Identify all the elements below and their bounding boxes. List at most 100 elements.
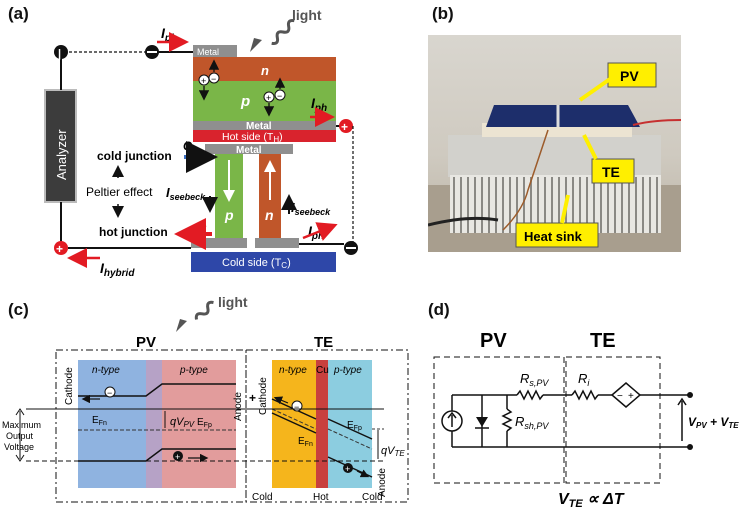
svg-text:+: + bbox=[628, 391, 634, 402]
te-band-upper bbox=[271, 412, 317, 434]
svg-text:+: + bbox=[341, 120, 348, 134]
pv-p-type-label: p-type bbox=[179, 365, 208, 376]
pv-cathode-label: Cathode bbox=[64, 367, 75, 405]
vte-relation: VTE ∝ ΔT bbox=[558, 491, 625, 510]
panel-d-circuit: PV TE Rsh,PV Rs,PV Ri − + VPV + VTE VTE … bbox=[433, 330, 739, 510]
pv-efp-label: EFp bbox=[197, 417, 212, 429]
pv-callout-box bbox=[607, 62, 657, 88]
terminal-right-plus bbox=[339, 119, 353, 133]
carrier-pair-1: + − bbox=[198, 59, 220, 101]
svg-text:−: − bbox=[277, 91, 282, 101]
hot-side-plate bbox=[193, 130, 336, 142]
te-box bbox=[245, 349, 409, 503]
pv-hole bbox=[173, 451, 183, 461]
te-cu-label: Cu bbox=[316, 365, 329, 376]
iseebeck-right-label: Iseebeck bbox=[291, 200, 331, 217]
ri-label: Ri bbox=[578, 371, 590, 388]
heat-sink-callout-box bbox=[515, 222, 599, 248]
svg-text:−: − bbox=[211, 74, 216, 84]
internal-resistor-icon bbox=[571, 389, 599, 401]
svg-text:+: + bbox=[175, 452, 180, 462]
output-terminal-bottom bbox=[687, 444, 693, 450]
middle-metal-label: Metal bbox=[246, 121, 272, 132]
te-efp-label: EFp bbox=[347, 420, 362, 432]
te-cathode-label: Cathode bbox=[258, 377, 269, 415]
pv-circuit-box bbox=[433, 356, 565, 484]
middle-metal bbox=[193, 121, 336, 130]
panel-c-band-diagram: light PV TE n-type p-type Cathode Anode … bbox=[2, 294, 409, 503]
terminal-top-left-minus bbox=[54, 45, 68, 59]
light-icon-c bbox=[176, 300, 214, 332]
te-circuit-title: TE bbox=[590, 330, 616, 352]
te-header: TE bbox=[314, 334, 333, 351]
bottom-metal-right bbox=[255, 238, 299, 248]
pv-efn-label: EFn bbox=[92, 415, 107, 427]
panel-label-d: (d) bbox=[428, 300, 450, 319]
panel-a-diagram: light Metal n p + − + − Metal Hot side (… bbox=[44, 7, 358, 279]
pv-qv-label: qVPV bbox=[170, 416, 195, 429]
hot-side-label: Hot side (TH) bbox=[222, 131, 283, 144]
pv-callout-label: PV bbox=[620, 68, 639, 84]
pv-electron bbox=[104, 386, 116, 398]
svg-text:+: + bbox=[56, 242, 63, 256]
light-icon bbox=[250, 18, 295, 52]
q-top-label: Q bbox=[183, 139, 193, 153]
pv-plus-sign: + bbox=[249, 391, 256, 405]
pv-valence-band bbox=[78, 448, 236, 462]
te-cu-region bbox=[316, 360, 328, 488]
analyzer-label: Analyzer bbox=[54, 129, 69, 180]
svg-text:−: − bbox=[617, 391, 623, 402]
svg-text:+: + bbox=[201, 76, 206, 86]
te-qv-label: qVTE bbox=[381, 445, 405, 458]
panel-label-c: (c) bbox=[8, 300, 29, 319]
svg-text:+: + bbox=[345, 464, 350, 474]
te-efn-label: EFn bbox=[298, 436, 313, 448]
light-label: light bbox=[292, 7, 322, 23]
analyzer-box bbox=[44, 89, 77, 203]
output-voltage-label: VPV + VTE bbox=[688, 415, 739, 430]
te-top-metal-label: Metal bbox=[236, 145, 262, 156]
svg-text:−: − bbox=[107, 388, 112, 398]
te-efn-line bbox=[271, 408, 317, 430]
te-band-right-upper bbox=[327, 418, 373, 440]
pv-n-region bbox=[78, 360, 146, 488]
cold-side-plate bbox=[191, 252, 336, 272]
te-top-metal bbox=[205, 144, 293, 154]
te-cold-left: Cold bbox=[252, 492, 273, 503]
peltier-label: Peltier effect bbox=[86, 185, 153, 199]
shunt-resistor-icon bbox=[501, 408, 513, 432]
q-bottom-label: Q bbox=[197, 220, 207, 234]
pv-n-label: n bbox=[261, 63, 269, 78]
top-metal bbox=[193, 45, 237, 57]
te-efp-line bbox=[327, 428, 373, 450]
te-n-label: n bbox=[265, 207, 274, 223]
heat-sink-callout-label: Heat sink bbox=[524, 229, 583, 244]
te-anode-label: Anode bbox=[377, 468, 388, 497]
ihybrid-label: Ihybrid bbox=[100, 260, 135, 279]
hot-junction-label: hot junction bbox=[99, 225, 168, 239]
max-voltage-line3: Voltage bbox=[4, 442, 34, 452]
pv-cell bbox=[486, 105, 640, 127]
iseebeck-left-label: Iseebeck bbox=[166, 185, 206, 202]
te-hole bbox=[343, 463, 353, 473]
te-n-region bbox=[272, 360, 316, 488]
pv-circuit-title: PV bbox=[480, 330, 507, 352]
svg-text:|: | bbox=[58, 48, 61, 60]
series-resistor-icon bbox=[516, 389, 544, 401]
rs-label: Rs,PV bbox=[520, 371, 549, 388]
light-label-c: light bbox=[218, 294, 248, 310]
panel-label-a: (a) bbox=[8, 4, 29, 23]
pv-anode-label: Anode bbox=[233, 392, 244, 421]
terminal-bottom-left-plus bbox=[54, 241, 68, 255]
pv-p-region bbox=[162, 360, 236, 488]
te-p-type-label: p-type bbox=[333, 365, 362, 376]
carrier-pair-2: + − bbox=[263, 77, 286, 117]
diode-icon bbox=[476, 417, 488, 427]
te-callout-box bbox=[591, 158, 635, 184]
top-metal-label: Metal bbox=[197, 47, 219, 57]
output-terminal-top bbox=[687, 392, 693, 398]
device-photo: PV TE Heat sink bbox=[428, 35, 681, 252]
max-voltage-line1: Maximum bbox=[2, 420, 41, 430]
te-callout-label: TE bbox=[602, 164, 620, 180]
panel-label-b: (b) bbox=[432, 4, 454, 23]
